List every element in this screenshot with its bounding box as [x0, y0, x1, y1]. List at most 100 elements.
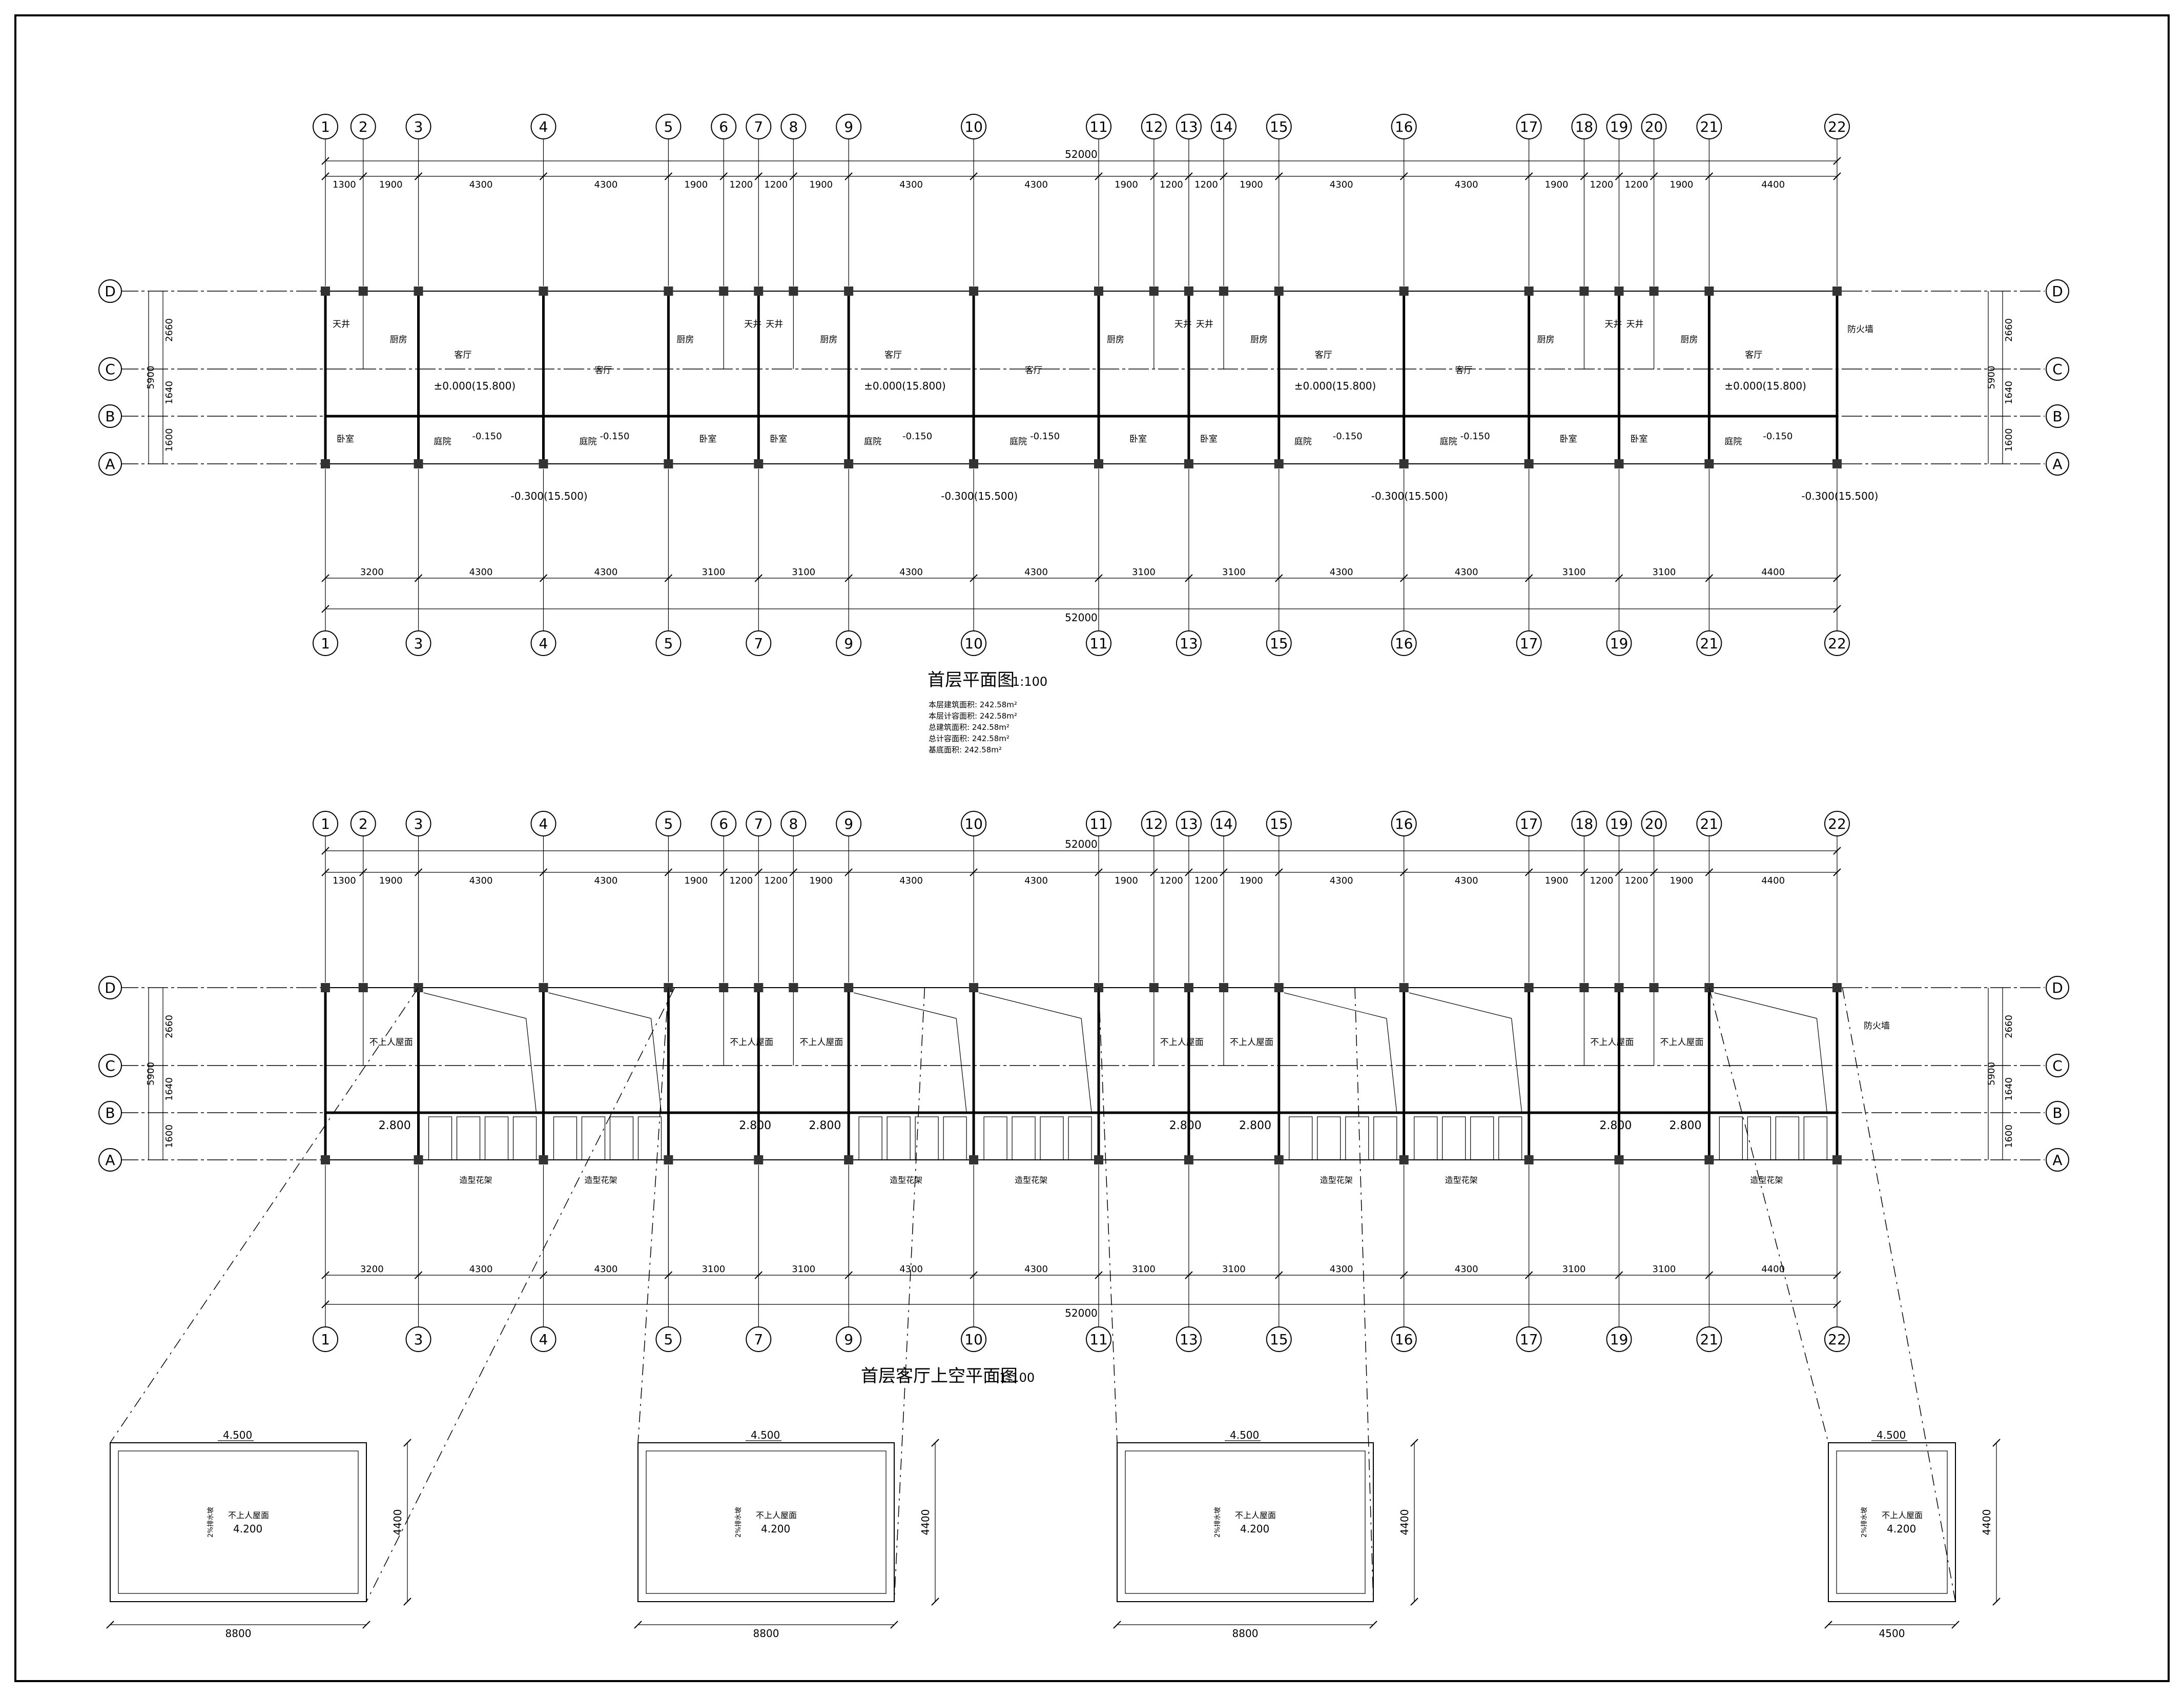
plan1-column [1614, 287, 1624, 296]
plan2-axis-bottom-22-label: 22 [1828, 1331, 1846, 1348]
plan1-column [844, 287, 854, 296]
dim-tick [754, 868, 763, 876]
plan2-column [1399, 983, 1409, 992]
plan1-dim-bottom: 3100 [1562, 567, 1586, 578]
plan1-column [1094, 287, 1104, 296]
planter-bay [1803, 1116, 1827, 1160]
detail-top-elevation: 4.500 [223, 1429, 252, 1441]
plan1-column [1832, 287, 1842, 296]
dim-tick [664, 868, 673, 876]
detail-roof-label: 不上人屋面 [756, 1510, 797, 1520]
room-bedroom: 卧室 [1630, 434, 1647, 444]
planter-bay [609, 1116, 634, 1160]
plan2-column [1524, 1155, 1534, 1164]
planter-bay [1442, 1116, 1466, 1160]
plan2-dim-bottom: 4300 [1024, 1264, 1048, 1275]
planter-label: 造型花架 [1015, 1175, 1047, 1185]
plan1-axis-top-17-label: 17 [1520, 118, 1538, 135]
plan2-row-bubble-right [2046, 1054, 2069, 1077]
dim-tick [1399, 868, 1408, 876]
room-well: 天井 [1626, 319, 1643, 330]
plan2-axis-bottom-5-circle [655, 1326, 682, 1352]
details-layer: 4.500 不上人屋面 4.200 2%排水坡 8800 4400 4.500 不上人屋面 4.… [106, 987, 2001, 1640]
plan1-axis-top-14-label: 14 [1214, 118, 1233, 135]
plan1-axis-bottom-21-label: 21 [1700, 635, 1719, 652]
roof-label: 不上人屋面 [1230, 1037, 1273, 1048]
plan1-row-bubble-left [98, 357, 122, 381]
detail-roof-elevation: 4.200 [761, 1523, 790, 1535]
detail-slope-label: 2%排水坡 [207, 1507, 215, 1538]
plan1-axis-top-5-label: 5 [664, 118, 673, 135]
planter-bay [858, 1116, 882, 1160]
plan2-row-label-right: C [2052, 1057, 2063, 1074]
planter-bay [887, 1116, 911, 1160]
detail-height: 4400 [1981, 1509, 1993, 1536]
room-kitchen: 厨房 [1107, 335, 1124, 345]
plan1-column [1649, 287, 1659, 296]
dim-tick [1650, 172, 1658, 180]
roof-elevation: 2.800 [809, 1119, 841, 1132]
plan2-column [1274, 983, 1284, 992]
plan2-column [1649, 983, 1659, 992]
plan2-row-dim: 1640 [2004, 1077, 2014, 1101]
yard-elevation: -0.150 [1030, 431, 1060, 442]
plan2-axis-top-5-label: 5 [664, 815, 673, 832]
plan1-row-bubble-left [98, 404, 122, 428]
detail-leader [1354, 987, 1374, 1602]
plan1-dim-bottom: 3100 [1132, 567, 1156, 578]
detail-slope-label: 2%排水坡 [1214, 1507, 1222, 1538]
dim-tick [359, 868, 367, 876]
plan1-axis-bottom-5-label: 5 [664, 635, 673, 652]
dim-tick [1833, 157, 1841, 165]
plan2-dim-top: 4300 [899, 875, 923, 886]
plan1-dim-bottom: 4300 [1024, 567, 1048, 578]
plan2-dim-top: 1200 [1625, 875, 1649, 886]
dim-tick [1275, 172, 1283, 180]
plan2-column [321, 1155, 330, 1164]
roof-elevation: 2.800 [1670, 1119, 1702, 1132]
detail-top-elevation: 4.500 [1877, 1429, 1906, 1441]
plan2-dim-top: 4300 [469, 875, 493, 886]
plan1-column [321, 287, 330, 296]
plan1-title: 首层平面图 [928, 670, 1015, 690]
detail-roof-elevation: 4.200 [233, 1523, 262, 1535]
plan2-dim-top: 1900 [1545, 875, 1569, 886]
plan1-dim-top: 1200 [1160, 179, 1183, 190]
plan1-axis-bottom-17-circle [1516, 630, 1542, 656]
plan1-axis-top-15-label: 15 [1270, 118, 1288, 135]
detail-width: 8800 [1232, 1627, 1259, 1640]
plan1-dim-top: 1900 [1670, 179, 1694, 190]
plan1-column [1579, 287, 1589, 296]
plan1-column [1704, 287, 1714, 296]
plan2-dim-top: 1900 [809, 875, 833, 886]
plan1-dim-top: 4300 [899, 179, 923, 190]
plan2-row-total: 5900 [146, 1062, 156, 1086]
dim-tick [1220, 172, 1228, 180]
detail-roof-outline [110, 1442, 367, 1602]
dim-tick [1524, 868, 1533, 876]
plan1-row-dim: 1640 [164, 381, 175, 404]
room-bedroom: 卧室 [770, 434, 787, 444]
planter-bay [1373, 1116, 1397, 1160]
plan2-dim-bottom: 3100 [1653, 1264, 1676, 1275]
detail-slope-label: 2%排水坡 [1861, 1507, 1868, 1538]
plan2-dim-bottom: 3200 [360, 1264, 384, 1275]
plan2-axis-top-11-label: 11 [1089, 815, 1108, 832]
plan1-column [358, 287, 368, 296]
plan2-axis-bottom-4-circle [530, 1326, 557, 1352]
dim-tick [664, 172, 673, 180]
roof-label: 不上人屋面 [369, 1037, 413, 1048]
plan1-dim-top: 1200 [764, 179, 788, 190]
plan2-scale: 1:100 [999, 1370, 1035, 1385]
outdoor-elevation: -0.300(15.500) [1801, 490, 1878, 502]
detail-leader [637, 987, 669, 1443]
plan2-axis-top-7-label: 7 [754, 815, 763, 832]
plan1-axis-bottom-1-circle [313, 630, 338, 656]
plan2-column [844, 983, 854, 992]
plan1-column [969, 459, 979, 468]
plan2-column [539, 1155, 548, 1164]
plan2-axis-top-21-label: 21 [1700, 815, 1719, 832]
room-kitchen: 厨房 [676, 335, 694, 345]
dim-tick [1580, 172, 1589, 180]
dim-tick [970, 868, 978, 876]
